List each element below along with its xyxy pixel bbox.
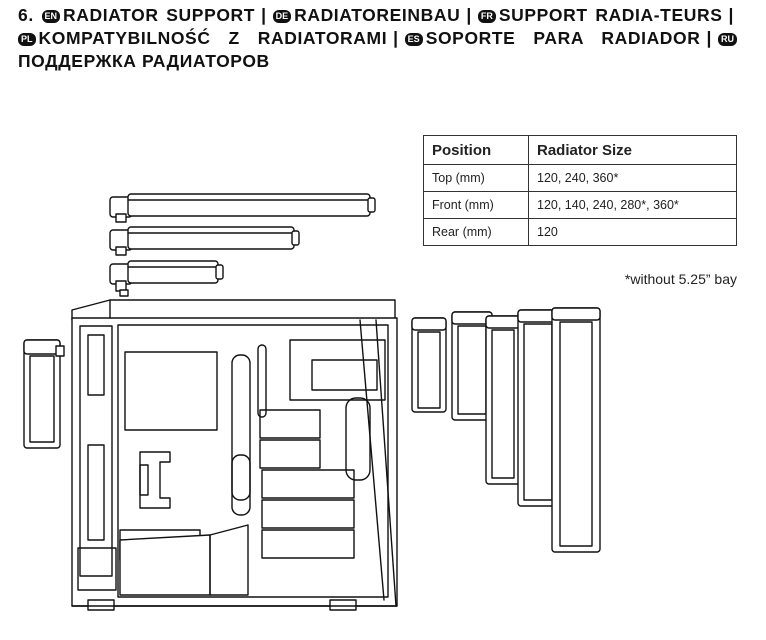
heading-segment: RUПОДДЕРЖКА РАДИАТОРОВ xyxy=(18,28,740,71)
table-row: Rear (mm) 120 xyxy=(423,218,737,246)
top-radiator-360-icon xyxy=(109,193,376,223)
front-radiator-240-icon xyxy=(485,315,521,485)
top-radiator-120-icon xyxy=(109,260,224,297)
front-radiator-120-icon xyxy=(411,317,447,413)
heading-separator: | xyxy=(466,5,472,25)
footnote: *without 5.25” bay xyxy=(624,271,737,287)
radiator-support-table: Position Radiator Size Top (mm) 120, 240… xyxy=(423,135,737,246)
language-badge-ru: RU xyxy=(718,33,737,46)
language-badge-es: ES xyxy=(404,33,423,46)
table-row: Top (mm) 120, 240, 360* xyxy=(423,164,737,192)
cell-position: Rear (mm) xyxy=(423,218,529,246)
heading-separator: | xyxy=(261,5,267,25)
cell-radiator-size: 120, 240, 360* xyxy=(528,164,737,192)
language-badge-fr: FR xyxy=(477,10,496,23)
language-badge-pl: PL xyxy=(18,33,36,46)
case-body-icon xyxy=(71,299,398,611)
heading-separator: | xyxy=(706,28,712,48)
section-number: 6. xyxy=(18,5,34,25)
cell-radiator-size: 120 xyxy=(528,218,737,246)
language-badge-en: EN xyxy=(41,10,61,23)
heading-separator: | xyxy=(728,5,734,25)
language-badge-de: DE xyxy=(272,10,292,23)
cell-position: Front (mm) xyxy=(423,191,529,219)
heading-separator: | xyxy=(393,28,399,48)
rear-radiator-120-icon xyxy=(23,339,65,449)
top-radiator-240-icon xyxy=(109,226,300,256)
front-radiator-360-icon xyxy=(551,307,601,553)
column-header-radiator-size: Radiator Size xyxy=(528,135,737,165)
